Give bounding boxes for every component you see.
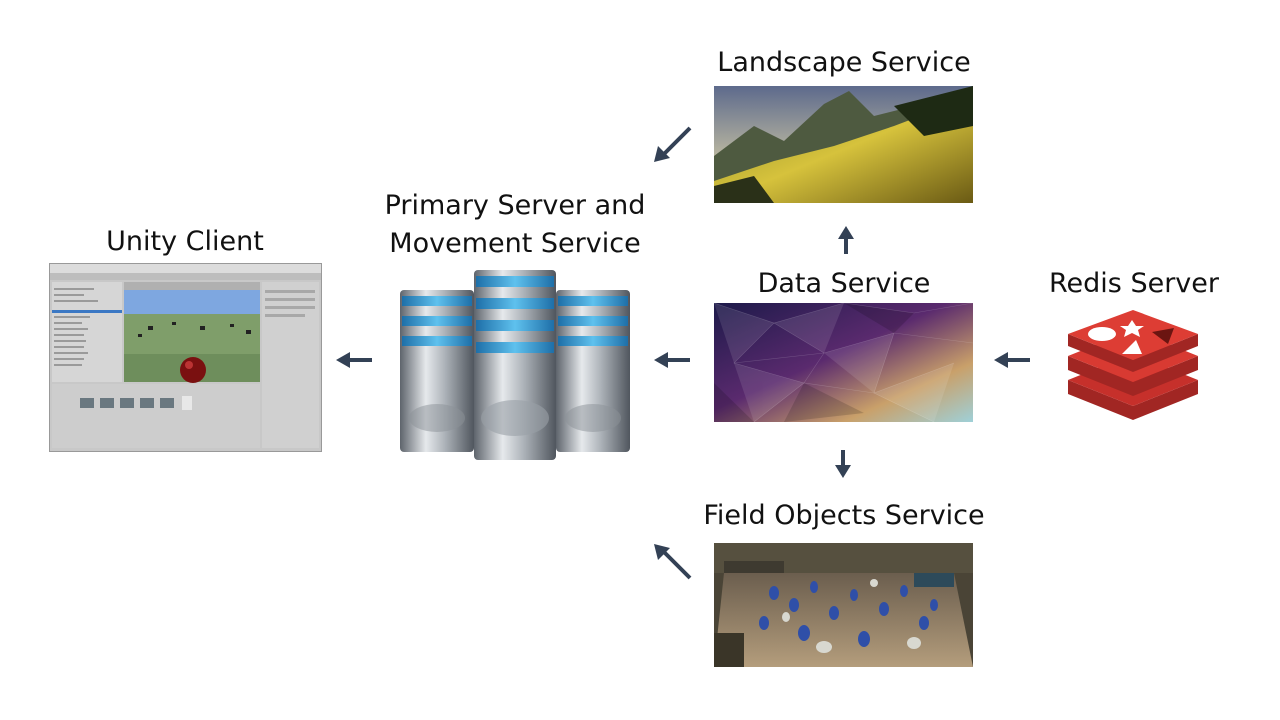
- primary-server-label-line1: Primary Server and: [384, 190, 646, 221]
- server-towers-icon: [398, 268, 632, 464]
- polygon-abstract-image: [714, 303, 973, 422]
- field-objects-service-label: Field Objects Service: [703, 500, 985, 531]
- unity-client-label: Unity Client: [106, 226, 264, 257]
- primary-server-label: Primary Server and Movement Service: [365, 187, 665, 263]
- paintball-field-photo: [714, 543, 973, 667]
- data-service-label: Data Service: [757, 268, 931, 299]
- arrow-redis-to-data: [994, 350, 1030, 370]
- landscape-service-label: Landscape Service: [717, 47, 971, 78]
- arrow-data-to-primary: [654, 350, 690, 370]
- arrow-data-to-landscape: [836, 226, 856, 254]
- mountain-landscape-photo: [714, 86, 973, 203]
- redis-logo-icon: [1064, 310, 1202, 420]
- primary-server-label-line2: Movement Service: [389, 228, 641, 259]
- arrow-landscape-to-primary: [652, 126, 692, 164]
- unity-editor-screenshot: [49, 263, 322, 452]
- redis-server-label: Redis Server: [1049, 268, 1219, 299]
- arrow-primary-to-unity: [336, 350, 372, 370]
- arrow-data-to-field-objects: [833, 450, 853, 478]
- arrow-field-objects-to-primary: [652, 542, 692, 580]
